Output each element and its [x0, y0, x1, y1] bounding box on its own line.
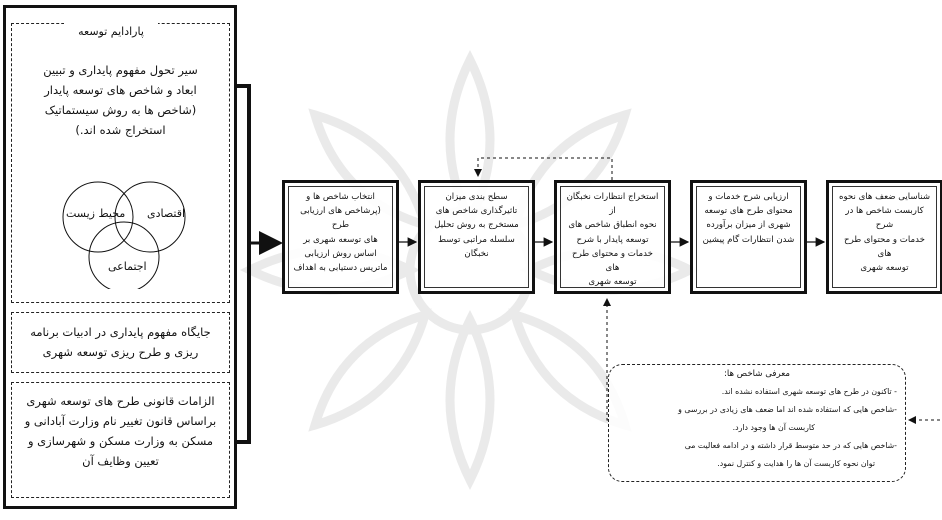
legal-position-panel: جایگاه مفهوم پایداری در ادبیات برنامه ری… — [11, 312, 230, 373]
bracket-line — [237, 84, 251, 444]
venn-circle-environment — [62, 181, 134, 253]
notes-title: معرفی شاخص ها: — [724, 369, 790, 379]
indicators-notes-box: معرفی شاخص ها: - تاکنون در طرح های توسعه… — [608, 364, 906, 482]
sustainability-text: سیر تحول مفهوم پایداری و تبیین ابعاد و ش… — [43, 63, 198, 137]
venn-diagram — [62, 181, 186, 289]
legal-requirements-panel: الزامات قانونی طرح های توسعه شهری براساس… — [11, 382, 230, 498]
notes-to-box3-arrow — [603, 298, 611, 421]
feedback-loop-arrow — [474, 157, 613, 180]
legal-position-text: جایگاه مفهوم پایداری در ادبیات برنامه ری… — [30, 325, 211, 359]
process-box-4-text: ارزیابی شرح خدمات و محتوای طرح های توسعه… — [696, 186, 801, 288]
process-box-1: انتخاب شاخص ها و (پرشاخص های ارزیابی طرح… — [282, 180, 399, 294]
venn-circle-social — [88, 221, 160, 289]
process-box-5: شناسایی ضعف های نحوه کاربست شاخص ها در ش… — [826, 180, 942, 294]
sustainability-panel: سیر تحول مفهوم پایداری و تبیین ابعاد و ش… — [11, 23, 230, 303]
notes-line-3: کاربست آن ها وجود دارد. — [732, 423, 815, 432]
paradigm-title: پارادایم توسعه — [64, 22, 158, 42]
process-box-2-text: سطح بندی میزان تاثیرگذاری شاخص های مستخر… — [424, 186, 529, 288]
process-box-3-text: استخراج انتظارات نخبگان از نحوه انطباق ش… — [560, 186, 665, 288]
notes-line-2: -شاخص هایی که استفاده شده اند اما ضعف ها… — [678, 405, 897, 414]
process-box-2: سطح بندی میزان تاثیرگذاری شاخص های مستخر… — [418, 180, 535, 294]
process-box-1-text: انتخاب شاخص ها و (پرشاخص های ارزیابی طرح… — [288, 186, 393, 288]
process-box-3: استخراج انتظارات نخبگان از نحوه انطباق ش… — [554, 180, 671, 294]
notes-line-4: -شاخص هایی که در حد متوسط قرار داشته و د… — [684, 441, 897, 450]
venn-label-social: اجتماعی — [108, 260, 147, 273]
venn-circle-economic — [114, 181, 186, 253]
left-column-frame — [3, 5, 237, 509]
venn-label-economic: اقتصادی — [147, 207, 186, 220]
process-box-4: ارزیابی شرح خدمات و محتوای طرح های توسعه… — [690, 180, 807, 294]
notes-line-1: - تاکنون در طرح های توسعه شهری استفاده ن… — [721, 387, 897, 396]
venn-label-environment: محیط زیست — [66, 207, 126, 220]
notes-line-5: توان نحوه کاربست آن ها را هدایت و کنترل … — [717, 459, 875, 468]
legal-requirements-text: الزامات قانونی طرح های توسعه شهری براساس… — [24, 394, 217, 468]
process-box-5-text: شناسایی ضعف های نحوه کاربست شاخص ها در ش… — [832, 186, 937, 288]
